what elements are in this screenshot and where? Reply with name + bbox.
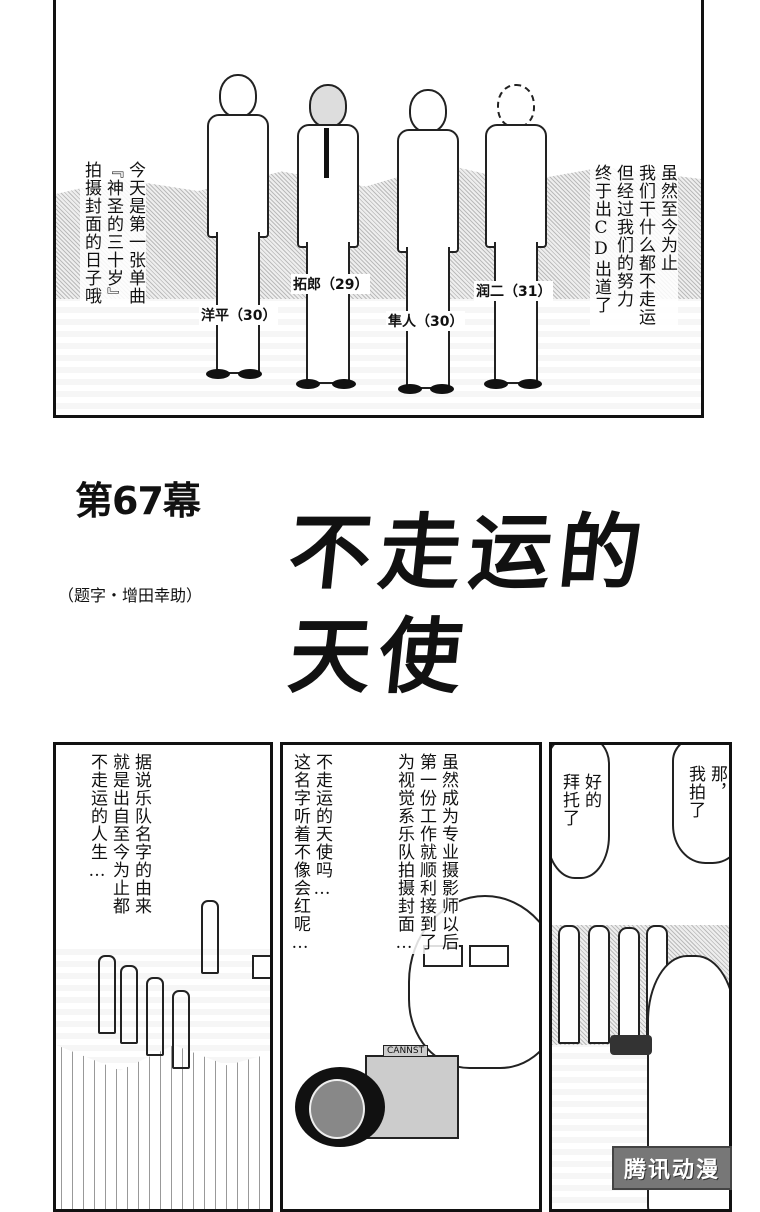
label-hayato: 隼人（30） bbox=[386, 311, 466, 331]
bubble-right-text: 那， 我拍了 bbox=[685, 765, 727, 819]
narration-right: 虽然至今为止 我们干什么都不走运 但经过我们的努力 终于出CD出道了 bbox=[590, 164, 678, 326]
camera-back bbox=[610, 1035, 652, 1055]
silhouette-1 bbox=[558, 925, 580, 1044]
figure-takuro bbox=[286, 84, 366, 394]
bottom-panel-1-cliff: 据说乐队名字的由来 就是出自至今为止都 不走运的人生… bbox=[53, 742, 273, 1212]
figure-hayato bbox=[386, 89, 466, 399]
small-figure-2 bbox=[120, 965, 138, 1044]
chapter-number: 第67幕 bbox=[75, 479, 201, 523]
camera-case bbox=[252, 955, 270, 979]
panel2-narration-left: 不走运的天使吗… 这名字听着不像会红呢… bbox=[290, 753, 332, 954]
chapter-title-line2: 天使 bbox=[284, 609, 475, 705]
speech-bubble-right bbox=[672, 745, 729, 864]
narration-left: 今天是第一张单曲 『神圣的三十岁』 拍摄封面的日子哦 bbox=[80, 161, 146, 305]
figure-junji bbox=[474, 84, 554, 394]
camera-icon: CANNST bbox=[295, 1045, 465, 1155]
label-junji: 润二（31） bbox=[474, 281, 554, 301]
speech-bubble-left bbox=[552, 745, 610, 879]
panel2-narration-right: 虽然成为专业摄影师以后 第一份工作就顺利接到了 为视觉系乐队拍摄封面… bbox=[393, 753, 459, 954]
small-figure-photographer bbox=[201, 900, 219, 974]
chapter-title-line1: 不走运的 bbox=[284, 505, 655, 601]
small-figure-1 bbox=[98, 955, 116, 1034]
bubble-left-text: 好的 拜托了 bbox=[559, 773, 601, 827]
cliff-face bbox=[56, 1045, 270, 1209]
figure-yohei bbox=[196, 74, 276, 384]
watermark-logo: 腾讯动漫 bbox=[611, 1146, 732, 1190]
camera-brand-label: CANNST bbox=[383, 1045, 429, 1057]
panel1-narration: 据说乐队名字的由来 就是出自至今为止都 不走运的人生… bbox=[87, 753, 151, 915]
small-figure-4 bbox=[172, 990, 190, 1069]
silhouette-3 bbox=[618, 927, 640, 1041]
label-takuro: 拓郎（29） bbox=[291, 274, 371, 294]
bottom-panel-3-shooting: 好的 拜托了 那， 我拍了 bbox=[549, 742, 732, 1212]
label-yohei: 洋平（30） bbox=[199, 305, 279, 325]
small-figure-3 bbox=[146, 977, 164, 1056]
bottom-panel-2-photographer: CANNST 虽然成为专业摄影师以后 第一份工作就顺利接到了 为视觉系乐队拍摄封… bbox=[280, 742, 542, 1212]
calligraphy-credit: （题字・增田幸助） bbox=[58, 586, 203, 605]
top-panel-band-intro: 洋平（30） 拓郎（29） 隼人（30） 润二（31） 今天是第一张单曲 『神圣… bbox=[53, 0, 704, 418]
silhouette-2 bbox=[588, 925, 610, 1044]
